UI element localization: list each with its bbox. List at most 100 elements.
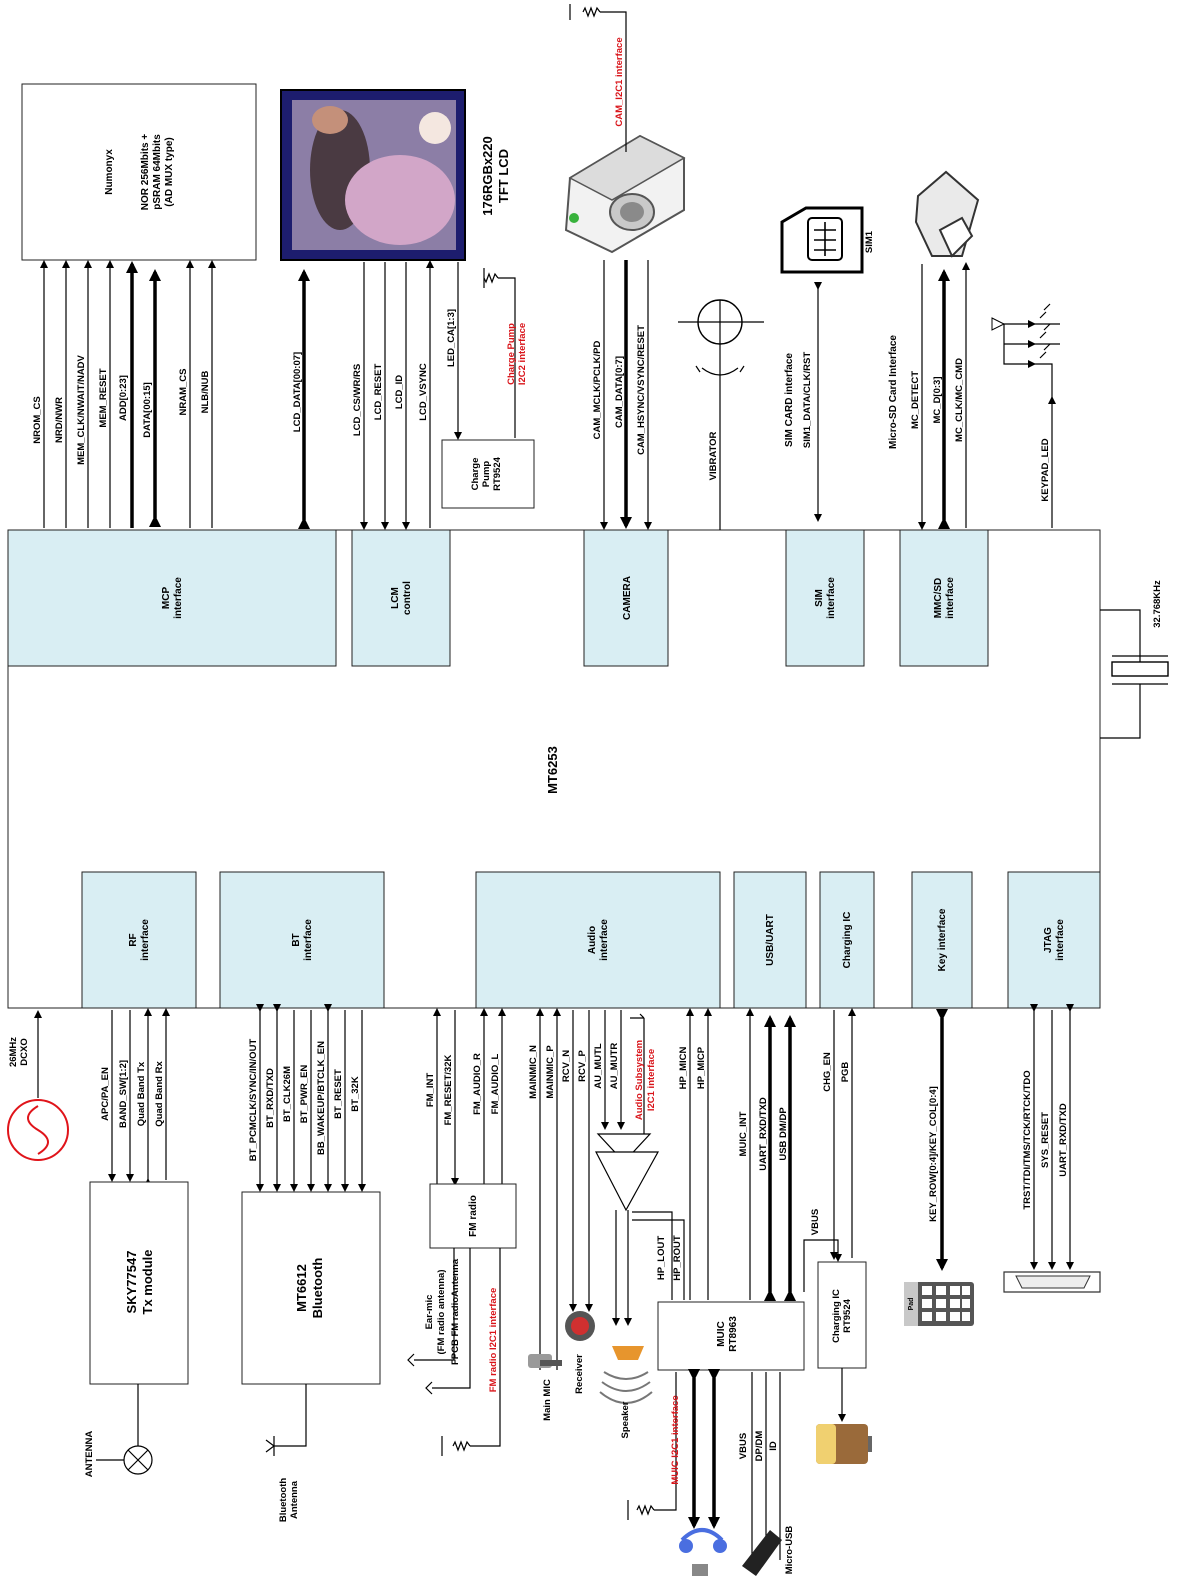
svg-text:Quad Band Tx: Quad Band Tx [136,1061,147,1126]
charge-pump-box: ChargePumpRT9524 [442,440,534,508]
svg-text:BT_RXD/TXD: BT_RXD/TXD [265,1068,276,1128]
micro-usb-label: Micro-USB [784,1526,795,1575]
hp-out-labels: HP_LOUT HP_ROUT [656,1235,683,1281]
svg-text:LED_CA[1:3]: LED_CA[1:3] [446,309,457,367]
camera-i2c: CAM_I2C1 interface [570,4,626,152]
receiver-icon [565,1311,595,1341]
svg-text:BT_32K: BT_32K [350,1076,361,1112]
svg-text:PGB: PGB [840,1062,851,1083]
svg-text:FM_AUDIO_R: FM_AUDIO_R [472,1053,483,1115]
camera-block: CAMERA [584,530,668,666]
rf-antenna [96,1384,152,1474]
usb-uart-block: USB/UART [734,872,806,1008]
fm-radio-i2c-label: FM radio I2C1 interface [488,1288,499,1393]
svg-text:AU_MUTL: AU_MUTL [593,1043,604,1089]
muic-i2c-label: MUIC I2C1 interface [670,1395,681,1484]
svg-text:FM_AUDIO_L: FM_AUDIO_L [490,1053,501,1114]
svg-text:MC_CLK/MC_CMD: MC_CLK/MC_CMD [954,358,965,442]
svg-text:NOR 256Mbits +pSRAM 64Mbits(AD: NOR 256Mbits +pSRAM 64Mbits(AD MUX type) [140,134,175,211]
usb-conn-labels: VBUS DP/DM ID [738,1431,779,1462]
microsd-card-icon [916,172,978,256]
micro-usb-icon [742,1530,782,1576]
svg-text:MC_D[0:3]: MC_D[0:3] [932,377,943,424]
speaker-label: Speaker [620,1401,631,1438]
headset-icon [679,1530,727,1576]
svg-text:CAM_MCLK/PCLK/PD: CAM_MCLK/PCLK/PD [592,341,603,440]
svg-text:DATA[00:15]: DATA[00:15] [142,382,153,438]
camera-icon [566,136,684,252]
charging-signal-labels: CHG_EN PGB [822,1052,851,1092]
numonyx-memory: Numonyx NOR 256Mbits +pSRAM 64Mbits(AD M… [22,84,256,260]
charge-pump-i2c: Charge PumpI2C2 interface [484,268,528,438]
bluetooth-antenna-label: BluetoothAntenna [278,1478,300,1523]
svg-text:BT_CLK26M: BT_CLK26M [282,1066,293,1122]
fm-antenna-labels: Ear-mic(FM radio antenna)FPCB FM radioAn… [424,1258,461,1365]
audio-subsystem-label: Audio SubsystemI2C1 interface [634,1040,657,1120]
svg-text:NRD/NWR: NRD/NWR [54,397,65,443]
camera-signal-labels: CAM_MCLK/PCLK/PD CAM_DATA[0:7] CAM_HSYNC… [592,325,647,455]
svg-text:LCD_ID: LCD_ID [394,375,405,409]
svg-text:Charging IC: Charging IC [842,912,853,969]
svg-text:FM radio: FM radio [468,1195,479,1237]
svg-text:ID: ID [768,1441,779,1451]
svg-text:CAM_HSYNC/VSYNC/RESET: CAM_HSYNC/VSYNC/RESET [636,325,647,455]
svg-text:BAND_SW[1:2]: BAND_SW[1:2] [118,1060,129,1128]
charging-ic-block: Charging IC [820,872,874,1008]
svg-text:APC/PA_EN: APC/PA_EN [100,1067,111,1121]
svg-text:LCD_VSYNC: LCD_VSYNC [418,363,429,421]
sim1-label: SIM1 [864,230,875,253]
svg-text:VBUS: VBUS [738,1433,749,1459]
svg-text:HP_ROUT: HP_ROUT [672,1235,683,1281]
battery-icon [816,1424,872,1464]
main-mic-label: Main MIC [542,1379,553,1421]
antenna-label: ANTENNA [84,1431,95,1478]
lcd-panel [281,90,465,260]
bt-signal-labels: BT_PCMCLK/SYNC/IN/OUT BT_RXD/TXD BT_CLK2… [248,1039,361,1162]
mmc-signal-labels: MC_DETECT MC_D[0:3] MC_CLK/MC_CMD [910,358,965,442]
keypad-label: Pad [908,1298,915,1311]
svg-text:MAINMIC_P: MAINMIC_P [545,1045,556,1099]
svg-text:TRST/TDI/TMS/TCK/RTCK/TDO: TRST/TDI/TMS/TCK/RTCK/TDO [1022,1070,1033,1209]
svg-text:USB DM/DP: USB DM/DP [778,1107,789,1161]
svg-text:CAMERA: CAMERA [622,576,633,620]
svg-text:AU_MUTR: AU_MUTR [609,1043,620,1090]
jtag-signal-labels: TRST/TDI/TMS/TCK/RTCK/TDO SYS_RESET UART… [1022,1070,1069,1209]
receiver-label: Receiver [574,1354,585,1394]
svg-text:HP_LOUT: HP_LOUT [656,1236,667,1281]
svg-text:FM_INT: FM_INT [425,1073,436,1108]
svg-text:NLB/NUB: NLB/NUB [200,370,211,413]
svg-text:FM_RESET/32K: FM_RESET/32K [443,1054,454,1125]
svg-text:MAINMIC_N: MAINMIC_N [528,1045,539,1099]
bluetooth-antenna [266,1384,306,1456]
svg-text:LCD_CS/WR/RS: LCD_CS/WR/RS [352,364,363,436]
svg-text:UART_RXD/TXD: UART_RXD/TXD [1058,1103,1069,1177]
svg-text:CAM_DATA[0:7]: CAM_DATA[0:7] [614,356,625,428]
sim-card-icon [782,208,862,272]
svg-text:CHG_EN: CHG_EN [822,1052,833,1092]
svg-text:UART_RXD/TXD: UART_RXD/TXD [758,1097,769,1171]
svg-text:SYS_RESET: SYS_RESET [1040,1112,1051,1168]
bt-interface-block: BTinterface [220,872,384,1008]
svg-text:DP/DM: DP/DM [754,1431,765,1462]
svg-text:ADD[0:23]: ADD[0:23] [118,375,129,421]
rf-signal-labels: APC/PA_EN BAND_SW[1:2] Quad Band Tx Quad… [100,1060,165,1128]
svg-text:Key interface: Key interface [937,908,948,971]
svg-text:BT_PCMCLK/SYNC/IN/OUT: BT_PCMCLK/SYNC/IN/OUT [248,1039,259,1162]
svg-text:BT_RESET: BT_RESET [333,1069,344,1119]
audio-interface-block: Audiointerface [476,872,720,1008]
svg-text:MEM_CLK/NWAIT/NADV: MEM_CLK/NWAIT/NADV [76,354,87,464]
svg-text:HP_MICP: HP_MICP [696,1046,707,1089]
hp-signal-labels: HP_MICN HP_MICP [678,1046,707,1089]
lcd-title: 176RGBx220TFT LCD [480,136,511,216]
rf-interface-block: RFinterface [82,872,196,1008]
svg-text:MC_DETECT: MC_DETECT [910,371,921,429]
svg-text:ChargePumpRT9524: ChargePumpRT9524 [470,456,503,491]
svg-text:LCD_RESET: LCD_RESET [373,364,384,421]
dcxo-oscillator [8,1012,68,1160]
svg-text:RCV_N: RCV_N [561,1050,572,1082]
svg-text:CAM_I2C1 interface: CAM_I2C1 interface [614,37,625,126]
crystal-label: 32.768KHz [1152,580,1163,628]
svg-text:MEM_RESET: MEM_RESET [98,368,109,427]
svg-text:SKY77547Tx module: SKY77547Tx module [124,1249,155,1314]
charging-signal-lines [834,1010,852,1258]
